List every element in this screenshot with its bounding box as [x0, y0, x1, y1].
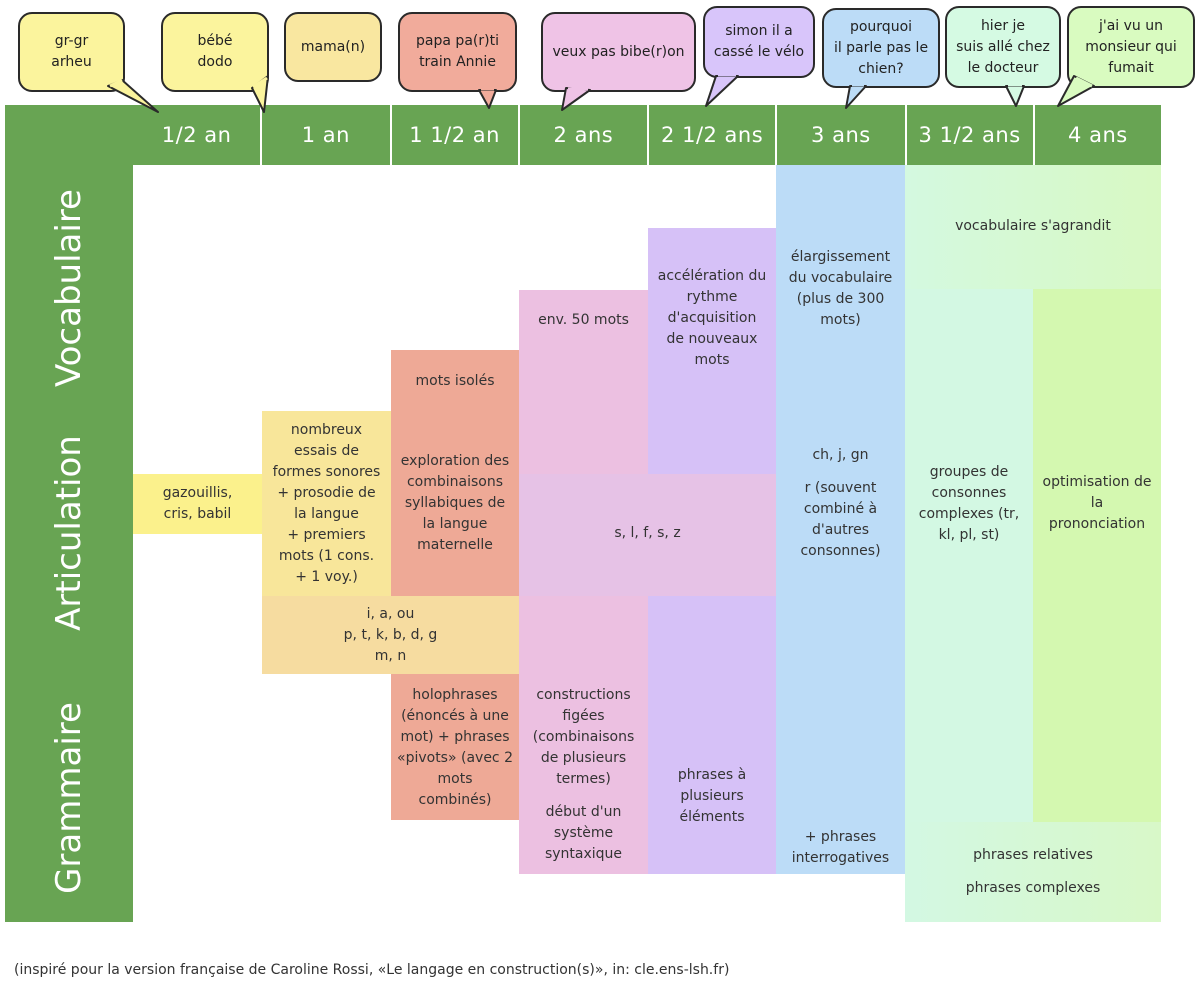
speech-bubble-two-half-years: simon il a cassé le vélo [703, 6, 815, 78]
age-three-half-years: 3 1/2 ans [906, 105, 1035, 165]
source-credit: (inspiré pour la version française de Ca… [14, 962, 730, 978]
band-half-year-articulation [133, 474, 262, 534]
age-four-years: 4 ans [1034, 105, 1161, 165]
age-two-years: 2 ans [519, 105, 649, 165]
speech-bubble-four-years: j'ai vu un monsieur qui fumait [1067, 6, 1195, 88]
tail-four-years [1057, 75, 1095, 107]
cell-ch-j-gn: ch, j, gn [812, 447, 869, 463]
cell-acceleration: accélération du rythme d'acquisition de … [657, 268, 767, 368]
tail-one-half-year [478, 89, 497, 109]
age-one-half-year: 1 1/2 an [391, 105, 520, 165]
cell-nombreux-essais: nombreux essais de formes sonores + pros… [272, 422, 381, 585]
band-four-years [1033, 289, 1161, 822]
speech-bubble-one-year-b: mama(n) [284, 12, 382, 82]
tail-three-years [845, 85, 867, 109]
cell-phrases-relatives: phrases relatives [973, 847, 1093, 863]
cell-exploration: exploration des combinaisons syllabiques… [400, 453, 510, 553]
age-two-half-years: 2 1/2 ans [649, 105, 778, 165]
cell-vocab-agrandit: vocabulaire s'agrandit [955, 218, 1111, 234]
cell-env50: env. 50 mots [538, 312, 629, 328]
cell-optimisation: optimisation de la prononciation [1042, 474, 1152, 532]
row-label-column [5, 165, 133, 922]
speech-bubble-half-year: gr-gr arheu [18, 12, 125, 92]
speech-bubble-tails [107, 73, 1095, 113]
band-three-half-years [905, 289, 1033, 822]
cell-phrases-plusieurs: phrases à plusieurs éléments [677, 767, 747, 825]
cell-constructions: constructions figées (combinaisons de pl… [532, 687, 635, 787]
row-label-vocabulaire: Vocabulaire [49, 188, 89, 387]
speech-bubble-two-years: veux pas bibe(r)on [541, 12, 696, 92]
speech-bubble-one-year-a: bébé dodo [161, 12, 269, 92]
cell-gazouillis: gazouillis, cris, babil [162, 485, 233, 522]
speech-bubble-three-half-years: hier je suis allé chez le docteur [945, 6, 1061, 88]
cell-elargissement: élargissement du vocabulaire (plus de 30… [788, 249, 893, 328]
row-label-grammaire-wrap: Grammaire [5, 675, 133, 920]
cell-phonemes: i, a, ou p, t, k, b, d, g m, n [343, 606, 438, 664]
cell-mots-isoles: mots isolés [415, 373, 495, 389]
band-one-half-year-grammar [391, 674, 519, 820]
cell-r-souvent: r (souvent combiné à d'autres consonnes) [800, 480, 881, 559]
row-label-articulation: Articulation [49, 434, 90, 631]
band-two-half-years-bottom [648, 596, 776, 874]
band-two-half-years-top [648, 228, 776, 474]
age-header: 1/2 an 1 an 1 1/2 an 2 ans 2 1/2 ans 3 a… [133, 105, 1161, 165]
row-label-articulation-wrap: Articulation [5, 410, 133, 655]
cell-holophrases: holophrases (énoncés à une mot) + phrase… [397, 687, 513, 808]
age-half-year: 1/2 an [133, 105, 263, 165]
cell-debut-systeme: début d'un système syntaxique [544, 804, 623, 862]
band-one-half-year-vocab-artic [391, 350, 519, 596]
cell-groupes-consonnes: groupes de consonnes complexes (tr, kl, … [918, 464, 1020, 543]
band-three-years [776, 165, 905, 874]
speech-bubble-one-half-year: papa pa(r)ti train Annie [398, 12, 517, 92]
band-slfsz [519, 474, 776, 596]
tail-two-years [561, 87, 591, 111]
header-bar-corner [5, 105, 133, 165]
row-label-vocabulaire-wrap: Vocabulaire [5, 165, 133, 410]
cell-slfsz: s, l, f, s, z [614, 525, 681, 541]
cell-phrases-complexes: phrases complexes [965, 880, 1101, 896]
cell-interrogatives: + phrases interrogatives [791, 829, 890, 866]
age-three-years: 3 ans [777, 105, 907, 165]
band-vocab-agrandit [905, 165, 1161, 289]
age-one-year: 1 an [262, 105, 392, 165]
band-shared-phonemes [262, 596, 519, 674]
band-phrases-complexes [905, 822, 1161, 922]
tail-three-half-years [1005, 85, 1025, 107]
tail-two-half-years [705, 75, 739, 107]
speech-bubble-three-years: pourquoi il parle pas le chien? [822, 8, 940, 88]
row-label-grammaire: Grammaire [49, 701, 89, 894]
